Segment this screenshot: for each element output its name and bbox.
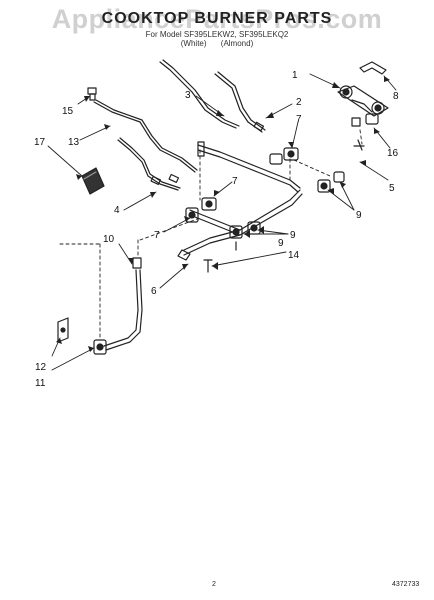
burner-base-1 — [337, 85, 389, 117]
bracket-12 — [57, 317, 69, 343]
page-number: 2 — [212, 581, 216, 588]
model-line: For Model SF395LEKW2, SF395LEKQ2 — [145, 30, 289, 39]
callout-9-right: 9 — [356, 210, 362, 221]
callout-9-lower: 9 — [290, 230, 296, 241]
callout-4: 4 — [114, 205, 120, 216]
callout-7-lower: 7 — [154, 230, 160, 241]
callout-12: 12 — [35, 362, 47, 373]
callout-2: 2 — [296, 97, 302, 108]
gas-tube-4 — [117, 137, 181, 191]
gas-tube-10 — [103, 257, 143, 351]
callout-13: 13 — [68, 137, 80, 148]
valve-7-middle — [201, 197, 217, 211]
callout-1: 1 — [292, 70, 298, 81]
igniter-16 — [351, 113, 379, 151]
arrowheads — [56, 76, 390, 352]
valve-9-right — [317, 171, 345, 193]
watermark: AppliancePartsPros.com — [51, 4, 383, 34]
valve-9-lower — [229, 221, 261, 239]
callout-3: 3 — [185, 90, 191, 101]
callout-11: 11 — [35, 378, 46, 389]
callout-14: 14 — [288, 250, 300, 261]
callout-10: 10 — [103, 234, 115, 245]
color-line: (White) (Almond) — [0, 39, 434, 48]
callout-15: 15 — [62, 106, 74, 117]
callout-17: 17 — [34, 137, 46, 148]
valve-7-lower — [185, 207, 199, 223]
gas-tube-top-left — [159, 59, 240, 129]
callout-labels: 1 2 3 4 5 6 7 7 7 8 9 9 9 10 11 12 13 14… — [34, 70, 399, 389]
guide-lines — [59, 129, 363, 341]
callout-9-lowest: 9 — [278, 238, 284, 249]
page-title: COOKTOP BURNER PARTS — [101, 10, 333, 27]
orifice-cover-17 — [81, 167, 105, 195]
callout-8: 8 — [393, 91, 399, 102]
callout-7-middle: 7 — [232, 176, 238, 187]
callout-5: 5 — [389, 183, 395, 194]
callout-7-upper: 7 — [296, 114, 302, 125]
fitting-15 — [87, 87, 97, 101]
callout-6: 6 — [151, 286, 157, 297]
screw-14 — [203, 241, 237, 273]
document-part-number: 4372733 — [392, 581, 420, 588]
color-white: (White) — [180, 39, 207, 48]
bracket-8 — [359, 61, 387, 75]
regulator-11 — [93, 339, 107, 355]
valve-7-upper — [269, 147, 299, 165]
gas-tube-13 — [93, 99, 198, 173]
callout-16: 16 — [387, 148, 399, 159]
gas-tube-top-right — [214, 71, 266, 133]
color-almond: (Almond) — [220, 39, 254, 48]
